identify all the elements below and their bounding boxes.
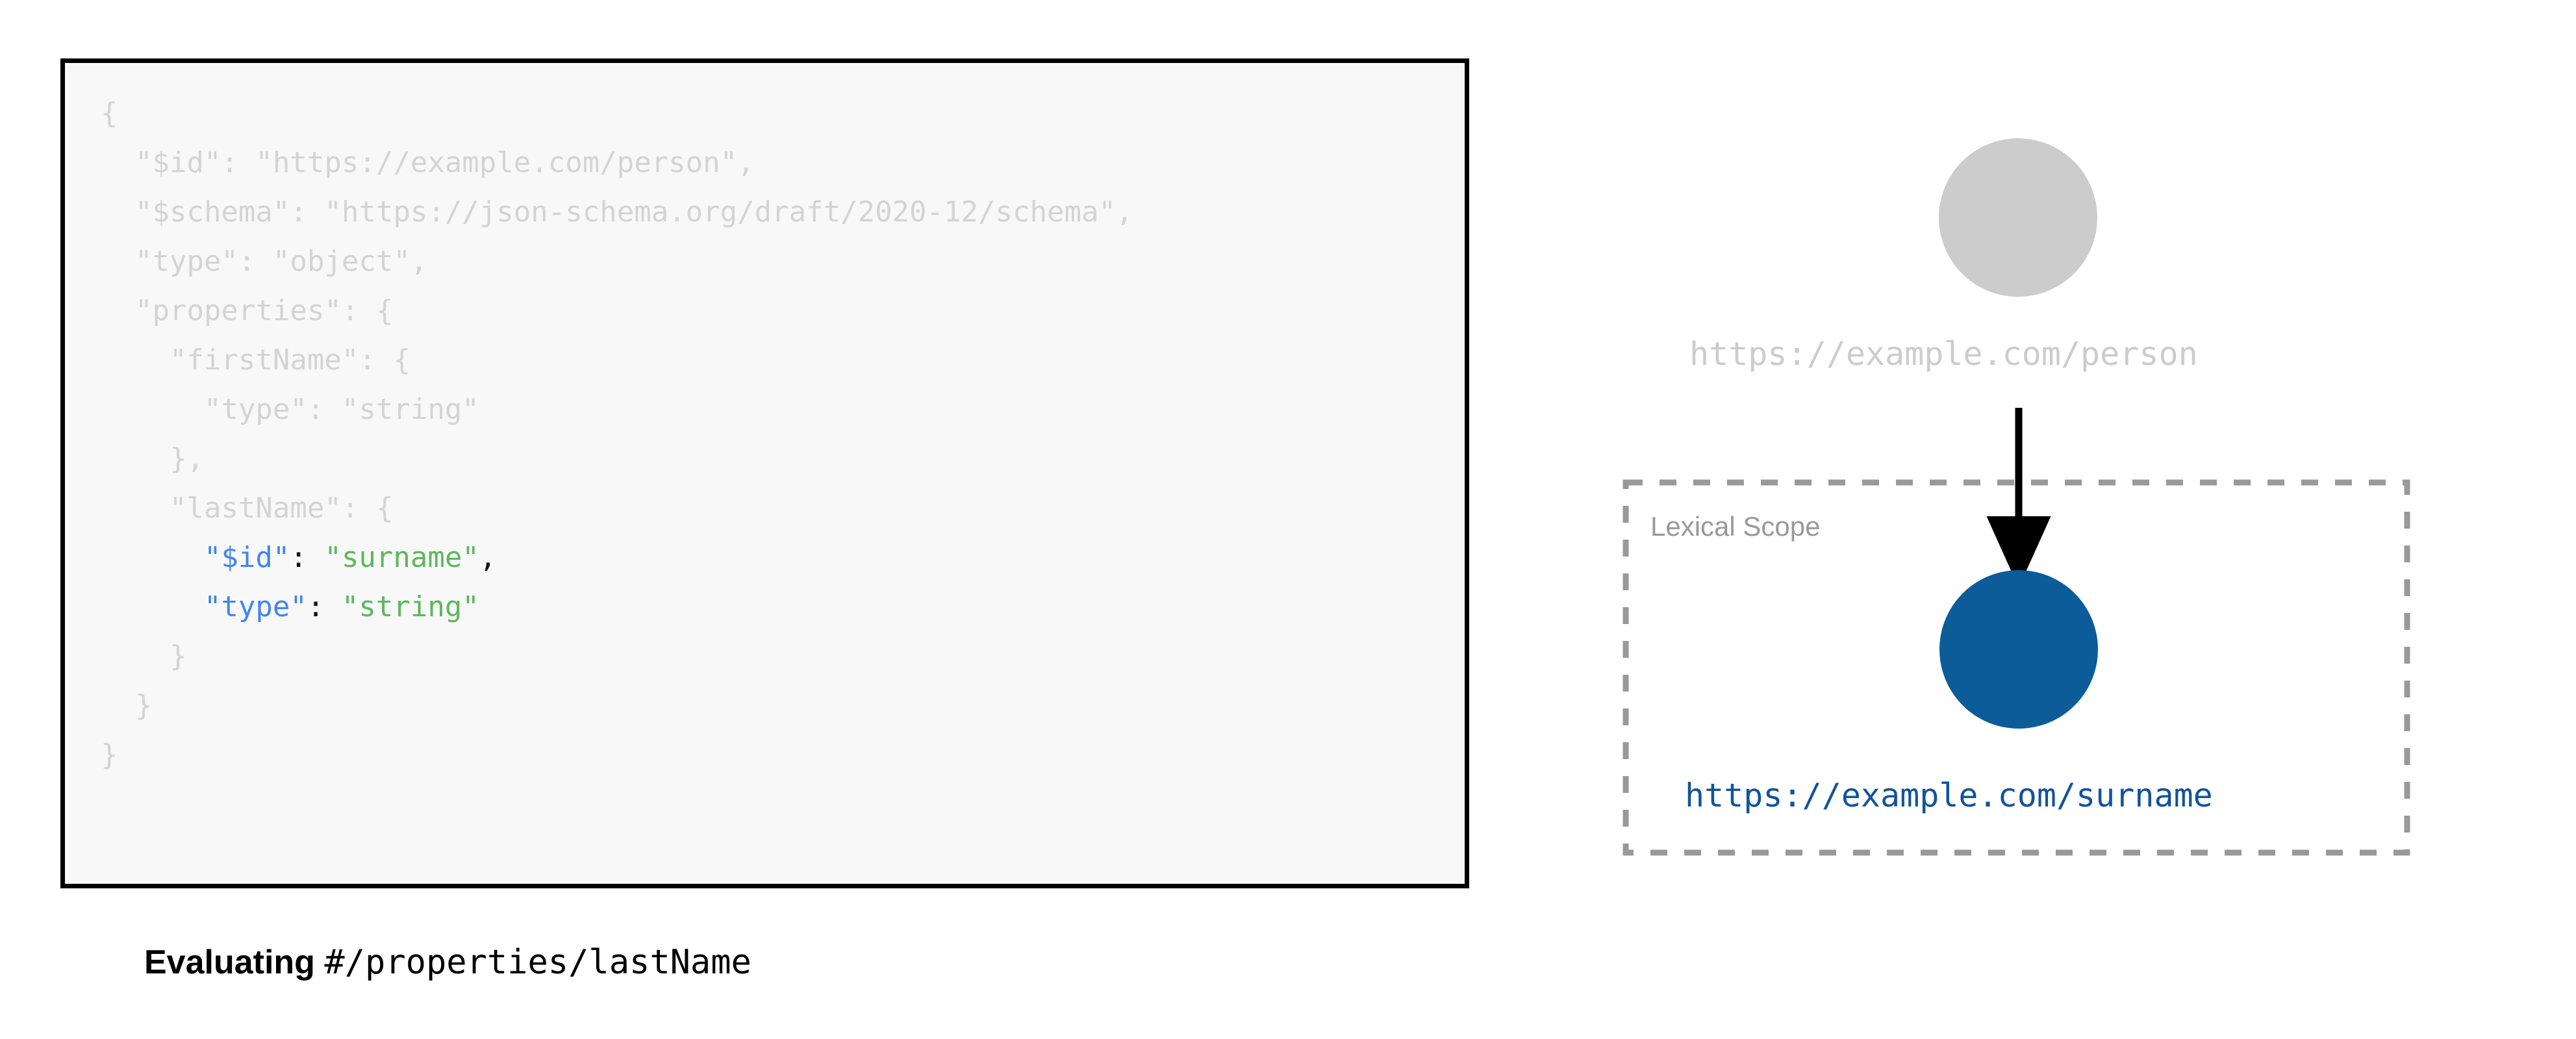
left-caption: Evaluating #/properties/lastName bbox=[144, 943, 751, 982]
code-indent bbox=[101, 590, 204, 623]
code-indent bbox=[101, 393, 204, 426]
code-token-dim: "$schema": "https://json-schema.org/draf… bbox=[134, 195, 1133, 229]
code-indent bbox=[101, 294, 135, 327]
code-token-punct: : bbox=[307, 590, 342, 623]
code-line: "lastName": { bbox=[101, 484, 1133, 533]
code-line: "$id": "https://example.com/person", bbox=[101, 138, 1133, 188]
code-line: "firstName": { bbox=[101, 336, 1133, 385]
scope-diagram bbox=[1623, 138, 2410, 856]
code-token-dim: "$id": "https://example.com/person", bbox=[134, 146, 755, 179]
code-indent bbox=[101, 442, 170, 475]
code-line: "$id": "surname", bbox=[101, 533, 1133, 582]
code-token-dim: "lastName": { bbox=[169, 492, 394, 525]
code-token-dim: { bbox=[101, 97, 118, 130]
code-token-key: "$id" bbox=[203, 541, 290, 574]
outer-node-url-label: https://example.com/person bbox=[1689, 335, 2198, 373]
inner-schema-node-circle bbox=[1939, 570, 2098, 729]
inner-node-url-label: https://example.com/surname bbox=[1685, 777, 2213, 814]
code-line: "type": "string" bbox=[101, 385, 1133, 434]
code-listing: { "$id": "https://example.com/person", "… bbox=[101, 89, 1133, 780]
json-schema-code-block: { "$id": "https://example.com/person", "… bbox=[60, 58, 1469, 888]
code-token-val: "surname" bbox=[324, 541, 479, 574]
code-token-val: "string" bbox=[341, 590, 479, 623]
code-indent bbox=[101, 245, 135, 278]
code-indent bbox=[101, 640, 170, 673]
code-token-dim: "properties": { bbox=[134, 294, 394, 327]
code-line: } bbox=[101, 681, 1133, 731]
code-token-dim: "type": "string" bbox=[203, 393, 479, 426]
left-caption-bold: Evaluating bbox=[144, 944, 325, 981]
code-line: "$schema": "https://json-schema.org/draf… bbox=[101, 188, 1133, 237]
code-line: }, bbox=[101, 434, 1133, 484]
code-token-punct: , bbox=[479, 541, 497, 574]
code-indent bbox=[101, 146, 135, 179]
code-token-dim: }, bbox=[169, 442, 204, 475]
code-line: } bbox=[101, 632, 1133, 681]
code-indent bbox=[101, 195, 135, 229]
code-token-dim: "type": "object", bbox=[134, 245, 428, 278]
code-token-dim: } bbox=[134, 689, 153, 722]
left-caption-pointer: #/properties/lastName bbox=[324, 943, 751, 982]
code-indent bbox=[101, 344, 170, 377]
code-line: { bbox=[101, 89, 1133, 138]
diagram-panel: https://example.com/person Lexical Scope… bbox=[1533, 0, 2576, 1039]
code-panel: { "$id": "https://example.com/person", "… bbox=[60, 58, 1469, 982]
code-line: } bbox=[101, 731, 1133, 780]
code-token-key: "type" bbox=[203, 590, 307, 623]
code-token-punct: : bbox=[290, 541, 325, 574]
code-indent bbox=[101, 541, 204, 574]
code-token-dim: } bbox=[101, 738, 118, 771]
lexical-scope-box-label: Lexical Scope bbox=[1650, 511, 1821, 542]
code-token-dim: } bbox=[169, 640, 187, 673]
code-line: "type": "object", bbox=[101, 237, 1133, 286]
code-indent bbox=[101, 689, 135, 722]
code-token-dim: "firstName": { bbox=[169, 344, 410, 377]
outer-schema-node-circle bbox=[1939, 138, 2097, 297]
code-indent bbox=[101, 492, 170, 525]
code-line: "type": "string" bbox=[101, 582, 1133, 632]
code-line: "properties": { bbox=[101, 286, 1133, 336]
